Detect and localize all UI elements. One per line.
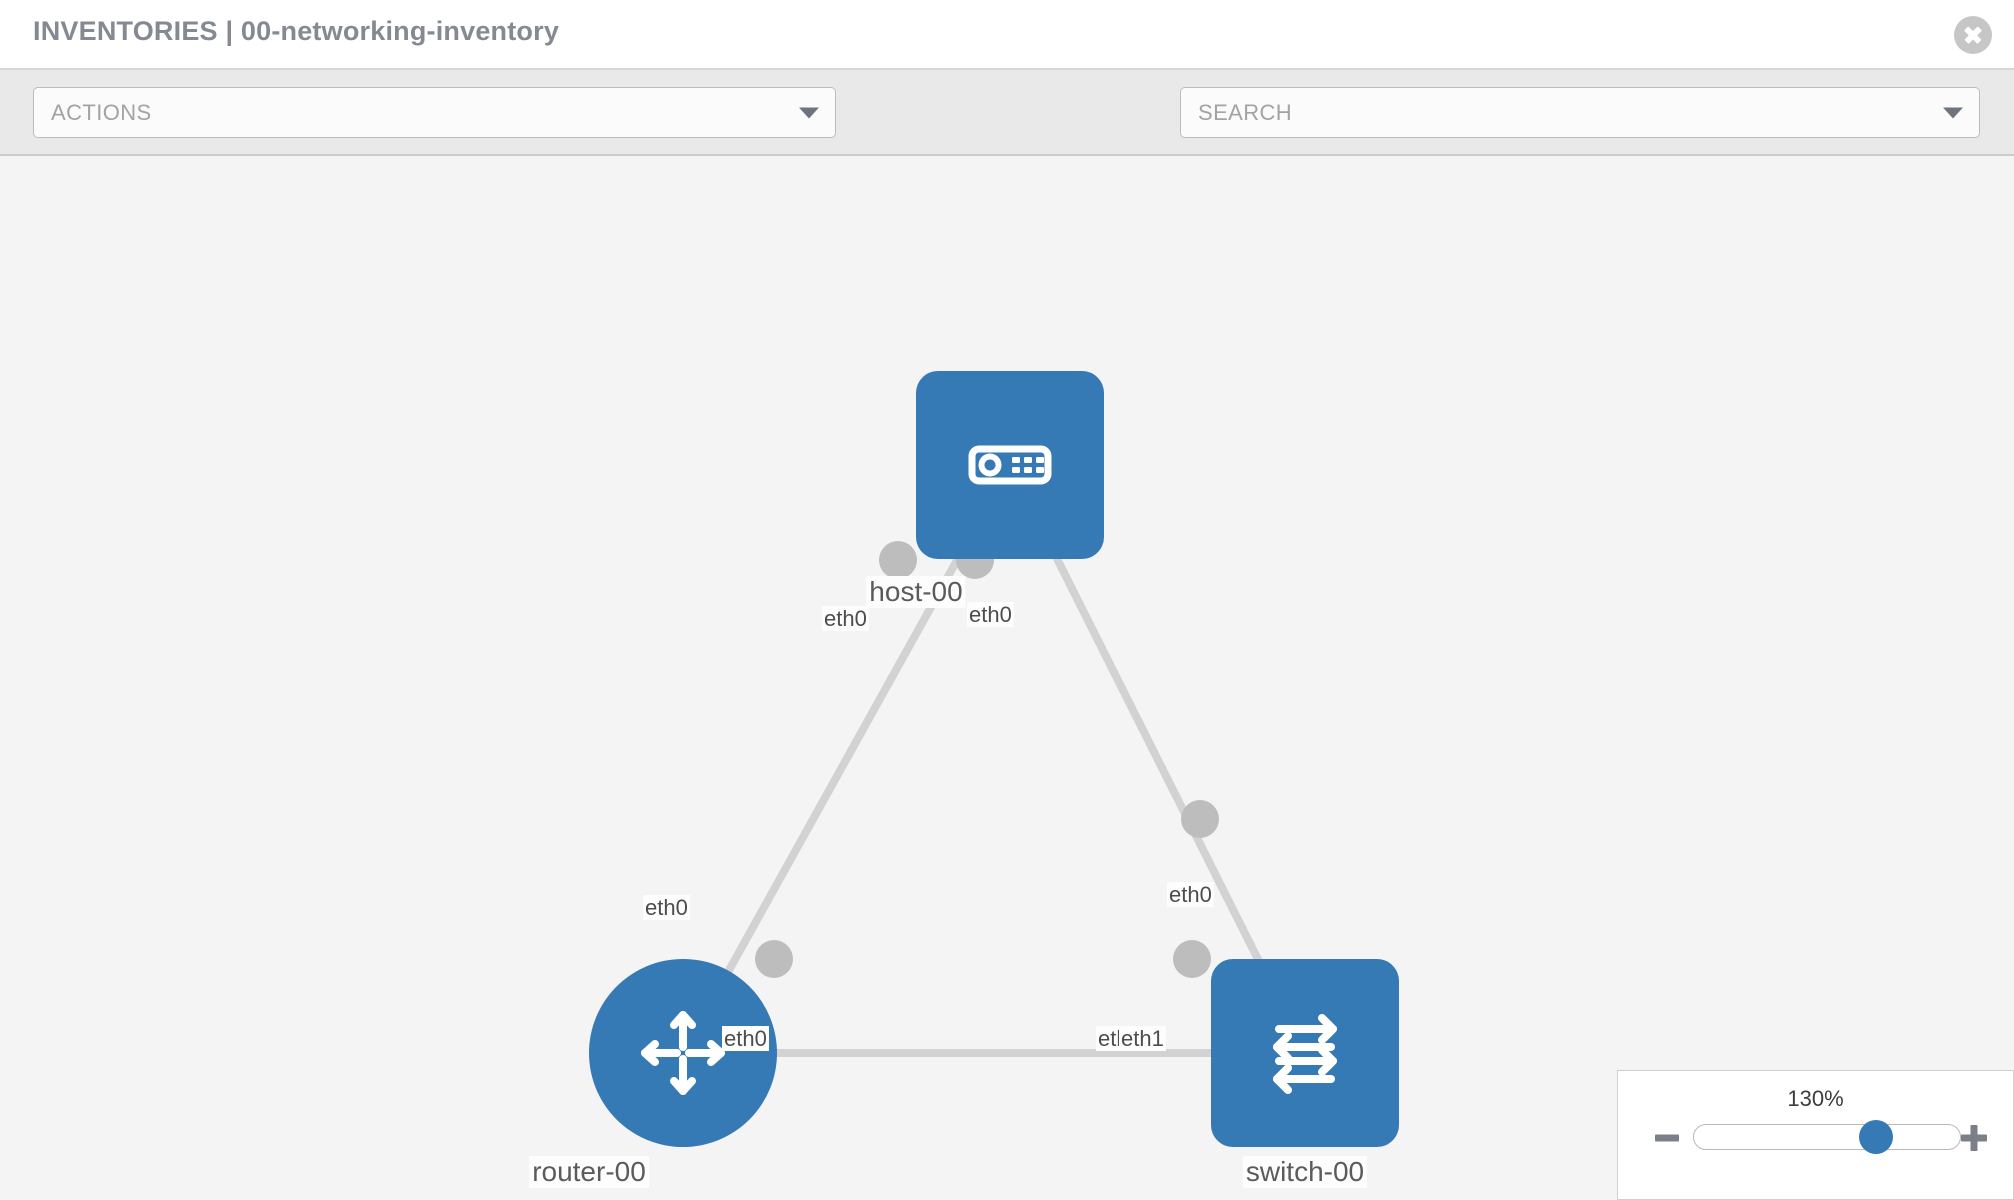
toolbar: ACTIONS SEARCH: [0, 70, 2014, 198]
zoom-in-button[interactable]: [1957, 1121, 1991, 1155]
node-label-host-00: host-00: [866, 576, 966, 608]
chevron-down-icon: [799, 107, 819, 118]
node-label-switch-00: switch-00: [1242, 1156, 1368, 1188]
link-connector[interactable]: [755, 940, 793, 978]
router-icon[interactable]: [589, 959, 777, 1147]
actions-dropdown-label: ACTIONS: [51, 99, 152, 125]
search-input[interactable]: SEARCH: [1180, 87, 1980, 138]
close-icon[interactable]: [1954, 16, 1992, 54]
interface-label: eth0: [643, 895, 690, 921]
zoom-control-panel: 130%: [1617, 1070, 2014, 1200]
switch-icon[interactable]: [1211, 959, 1399, 1147]
zoom-out-button[interactable]: [1650, 1121, 1684, 1155]
zoom-slider[interactable]: [1693, 1120, 1961, 1154]
zoom-level-value: 130%: [1787, 1086, 1844, 1111]
topology-links: [679, 463, 1309, 1057]
link-connector[interactable]: [1173, 940, 1211, 978]
topology-link-host-00-router-00[interactable]: [679, 463, 1014, 1055]
interface-label: eth0: [1167, 882, 1214, 908]
actions-dropdown[interactable]: ACTIONS: [33, 87, 836, 138]
chevron-down-icon: [1943, 107, 1963, 118]
interface-label: eth0: [722, 1026, 769, 1052]
link-connector[interactable]: [1181, 800, 1219, 838]
host-icon[interactable]: [916, 371, 1104, 559]
topology-link-host-00-switch-00[interactable]: [1006, 463, 1309, 1055]
zoom-slider-thumb[interactable]: [1859, 1120, 1894, 1154]
interface-label: eth1: [1119, 1026, 1166, 1052]
interface-label: eth0: [822, 606, 869, 632]
interface-label: eth0: [967, 602, 1014, 628]
topology-canvas[interactable]: host-00 router-00 switch-00 eth0 eth0 eth0 et…: [0, 156, 2014, 1200]
search-placeholder: SEARCH: [1198, 99, 1293, 125]
node-label-router-00: router-00: [529, 1156, 649, 1188]
page-title: INVENTORIES | 00-networking-inventory: [33, 16, 560, 46]
page-header: INVENTORIES | 00-networking-inventory: [0, 0, 2014, 70]
link-connector[interactable]: [879, 541, 917, 579]
